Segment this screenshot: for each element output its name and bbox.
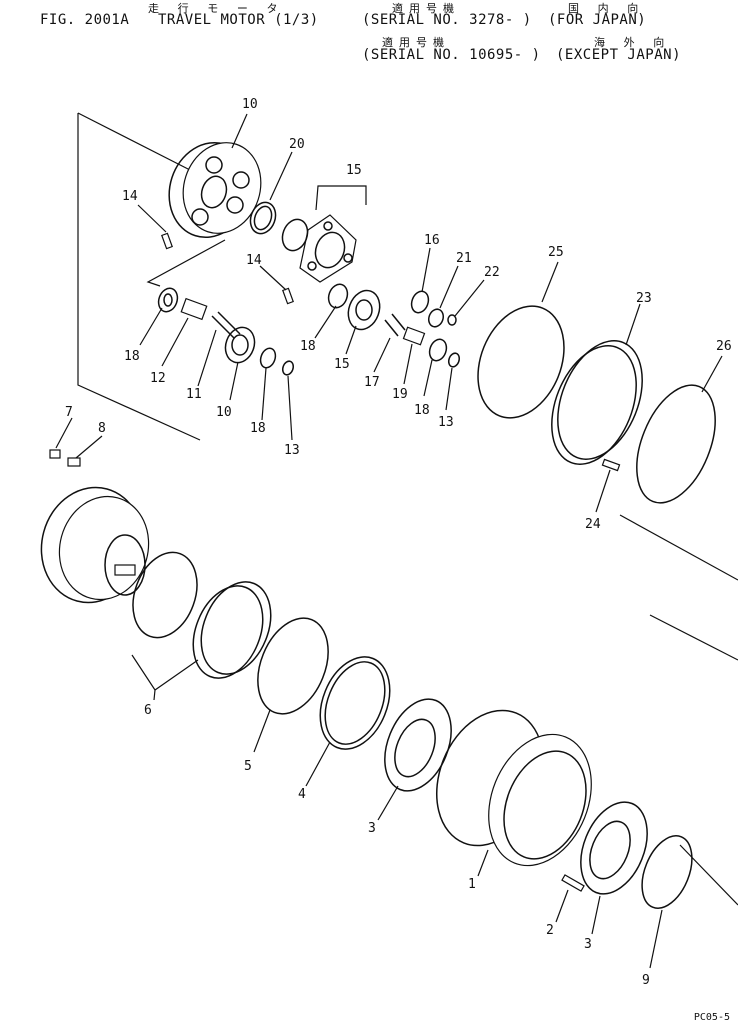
callout-18-a: 18 [124, 349, 140, 364]
seal-part-6b [192, 581, 272, 679]
callout-20: 20 [289, 137, 305, 152]
snap-ring-part-26 [636, 384, 716, 504]
callout-25: 25 [548, 245, 564, 260]
jp-applicable-1: 適用号機 [392, 2, 460, 15]
bearing-part-3a [384, 698, 452, 792]
callout-21: 21 [456, 251, 472, 266]
page-code: PC05-5 [693, 1012, 730, 1023]
callout-15-bottom: 15 [334, 357, 350, 372]
o-ring-part-25 [477, 305, 565, 419]
market-2: (EXCEPT JAPAN) [556, 47, 682, 63]
callout-1: 1 [468, 877, 476, 892]
figure-title: TRAVEL MOTOR (1/3) [158, 12, 319, 28]
pin-part-2 [561, 874, 585, 892]
bearing-part-3b [580, 801, 648, 895]
serial-range-1: (SERIAL NO. 3278- ) [362, 12, 532, 28]
bolt-part-24 [601, 458, 621, 472]
callout-11: 11 [186, 387, 202, 402]
jp-overseas: 海 外 向 [594, 36, 671, 49]
carrier-part-10 [168, 141, 262, 239]
jp-applicable-2: 適用号機 [382, 36, 450, 49]
ring-part-4 [319, 656, 391, 750]
callout-18-c: 18 [300, 339, 316, 354]
callout-26: 26 [716, 339, 732, 354]
jp-domestic: 国 内 向 [568, 2, 645, 15]
snap-ring-part-9 [641, 835, 693, 909]
plug-part-8 [67, 457, 81, 467]
hub-part-1 [435, 709, 592, 867]
small-parts-row [157, 283, 461, 376]
callout-12: 12 [150, 371, 166, 386]
callout-18-d: 18 [414, 403, 430, 418]
jp-title: 走 行 モ ー タ [148, 2, 284, 15]
pin-part-14 [161, 232, 294, 305]
callout-22: 22 [484, 265, 500, 280]
callout-15-top: 15 [346, 163, 362, 178]
o-ring-part-6a [132, 551, 198, 639]
callout-6: 6 [144, 703, 152, 718]
motor-housing [40, 486, 150, 604]
figure-number: FIG. 2001A [40, 12, 130, 28]
o-ring-part-5 [257, 617, 329, 715]
callout-4: 4 [298, 787, 306, 802]
callout-18-b: 18 [250, 421, 266, 436]
callout-10-top: 10 [242, 97, 258, 112]
callout-3-b: 3 [584, 937, 592, 952]
carrier-plate-part-15 [281, 214, 357, 283]
callout-2: 2 [546, 923, 554, 938]
callout-14-left: 14 [122, 189, 138, 204]
callout-16: 16 [424, 233, 440, 248]
callout-24: 24 [585, 517, 601, 532]
callout-labels: 10 20 15 14 14 16 21 22 25 23 26 18 12 1… [65, 97, 732, 988]
assembly-frame-lines [77, 112, 738, 906]
callout-7: 7 [65, 405, 73, 420]
ring-part-23 [551, 340, 643, 465]
callout-3-a: 3 [368, 821, 376, 836]
callout-10-bottom: 10 [216, 405, 232, 420]
callout-19: 19 [392, 387, 408, 402]
ring-part-20 [249, 201, 277, 235]
market-1: (FOR JAPAN) [548, 12, 647, 28]
plug-part-7 [49, 449, 61, 459]
callout-8: 8 [98, 421, 106, 436]
bracket-part-6 [131, 654, 199, 691]
serial-range-2: (SERIAL NO. 10695- ) [362, 47, 541, 63]
callout-13-b: 13 [438, 415, 454, 430]
callout-13-a: 13 [284, 443, 300, 458]
callout-5: 5 [244, 759, 252, 774]
callout-14-mid: 14 [246, 253, 262, 268]
callout-9: 9 [642, 973, 650, 988]
leader-lines [55, 113, 723, 969]
callout-17: 17 [364, 375, 380, 390]
callout-23: 23 [636, 291, 652, 306]
